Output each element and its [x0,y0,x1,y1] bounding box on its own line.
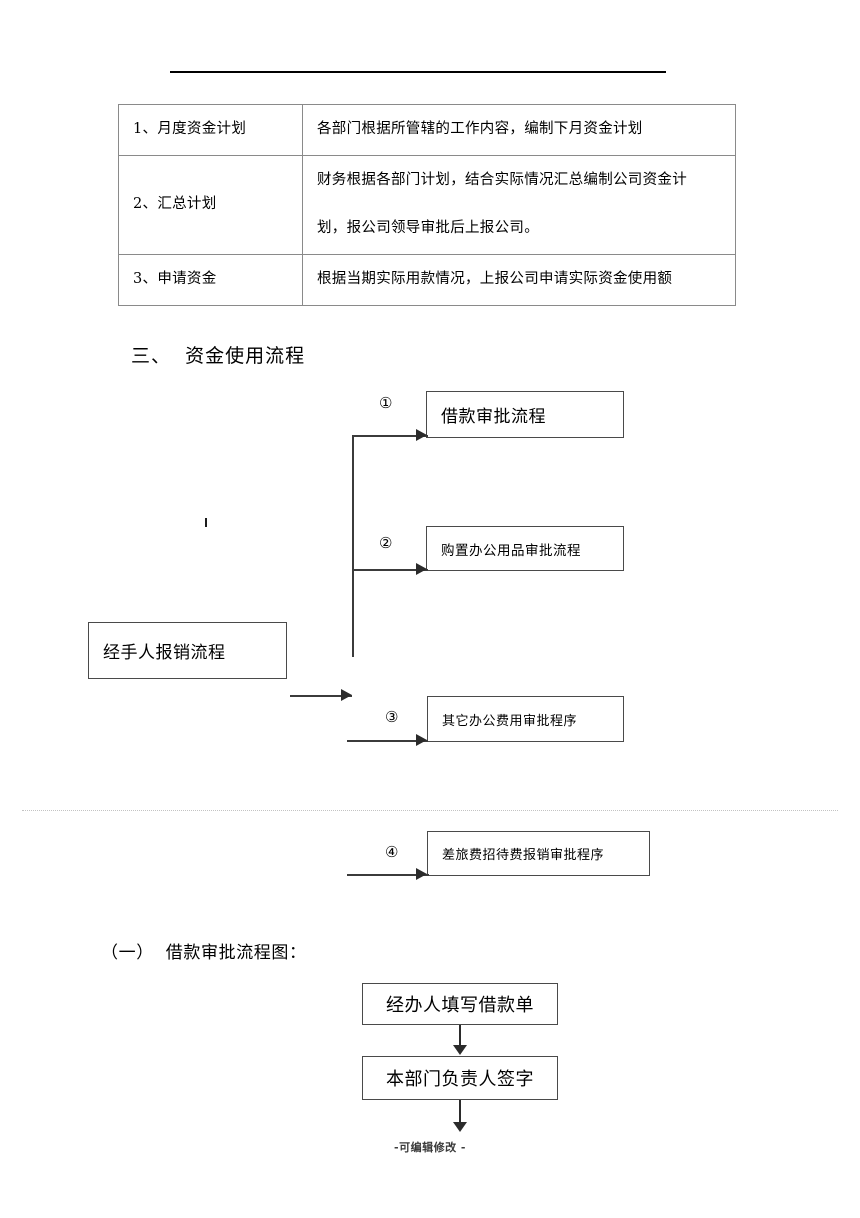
arrow-down-icon [453,1045,467,1055]
branch-marker-4: ④ [385,843,399,861]
arrow-right-icon [416,429,427,441]
description-line: 根据当期实际用款情况，上报公司申请实际资金使用额 [317,270,673,287]
flow-box-other-office-expense-approval-label: 其它办公费用审批程序 [442,713,578,729]
flow-box-office-supplies-approval-label: 购置办公用品审批流程 [441,542,581,559]
branch-marker-3: ③ [385,708,399,726]
connector-step-2-to-next [459,1100,461,1124]
connector-source-stub [290,695,352,697]
flow-box-travel-entertainment-approval: 差旅费招待费报销审批程序 [427,831,650,876]
table-cell-description: 各部门根据所管辖的工作内容，编制下月资金计划 [302,104,736,156]
table-cell-description: 财务根据各部门计划，结合实际情况汇总编制公司资金计 划，报公司领导审批后上报公司… [302,154,736,255]
table-cell-label: 1、月度资金计划 [118,104,303,156]
flow-box-office-supplies-approval: 购置办公用品审批流程 [426,526,624,571]
flow-box-loan-approval: 借款审批流程 [426,391,624,438]
table-cell-label: 2、汇总计划 [118,154,303,255]
flow-box-loan-approval-label: 借款审批流程 [441,407,546,427]
branch-marker-2: ② [379,534,393,552]
connector-branch-2 [352,569,428,571]
connector-branch-1 [352,435,428,437]
connector-step-1-to-2 [459,1025,461,1047]
connector-branch-3 [347,740,428,742]
description-line: 财务根据各部门计划，结合实际情况汇总编制公司资金计 [317,171,687,188]
description-line: 各部门根据所管辖的工作内容，编制下月资金计划 [317,121,643,137]
arrow-right-icon [416,734,427,746]
footer-note: -可编辑修改 - [394,1141,466,1154]
arrow-right-icon [341,689,352,701]
connector-trunk-line [352,436,354,657]
table-row: 1、月度资金计划 各部门根据所管辖的工作内容，编制下月资金计划 [118,104,736,156]
section-heading: 三、 资金使用流程 [131,345,306,367]
flow-box-source: 经手人报销流程 [88,622,287,679]
mini-flow-box-step-2-label: 本部门负责人签字 [386,1069,534,1090]
funding-plan-table: 1、月度资金计划 各部门根据所管辖的工作内容，编制下月资金计划 2、汇总计划 财… [118,104,736,306]
mini-flow-box-step-1-label: 经办人填写借款单 [386,995,534,1016]
branch-marker-1: ① [379,394,393,412]
arrow-right-icon [416,563,427,575]
arrow-down-icon [453,1122,467,1132]
page-separator-dotted-line [22,810,838,811]
top-divider-rule [170,71,666,73]
subsection-heading: （一） 借款审批流程图： [101,943,307,963]
stray-tick-mark [205,518,207,527]
table-cell-description: 根据当期实际用款情况，上报公司申请实际资金使用额 [302,253,736,306]
arrow-right-icon [416,868,427,880]
mini-flow-box-step-1: 经办人填写借款单 [362,983,558,1025]
flow-box-source-label: 经手人报销流程 [103,643,226,663]
mini-flow-box-step-2: 本部门负责人签字 [362,1056,558,1100]
connector-branch-4 [347,874,429,876]
table-cell-label: 3、申请资金 [118,253,303,306]
description-line: 划，报公司领导审批后上报公司。 [317,219,539,236]
table-row: 2、汇总计划 财务根据各部门计划，结合实际情况汇总编制公司资金计 划，报公司领导… [118,154,736,255]
flow-box-other-office-expense-approval: 其它办公费用审批程序 [427,696,624,742]
table-row: 3、申请资金 根据当期实际用款情况，上报公司申请实际资金使用额 [118,253,736,306]
flow-box-travel-entertainment-approval-label: 差旅费招待费报销审批程序 [442,848,605,863]
